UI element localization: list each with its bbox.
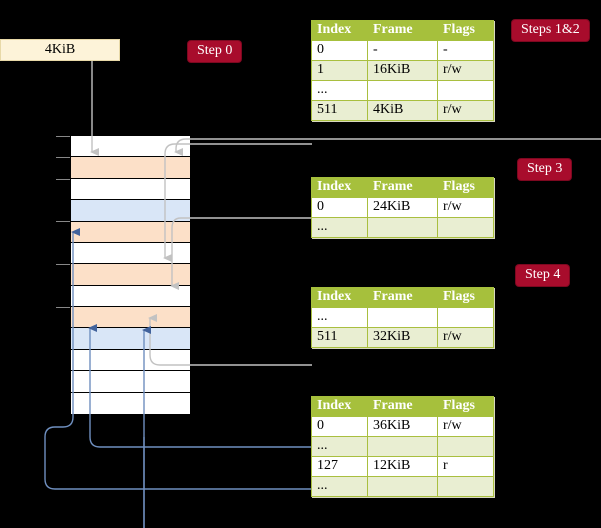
table-cell-frame [367, 80, 438, 101]
table-cell-index: 0 [311, 197, 368, 218]
memory-frame-1 [71, 157, 190, 179]
table-cell-frame: 12KiB [367, 456, 438, 477]
memory-frame-2 [71, 178, 190, 201]
table-cell-frame [367, 436, 438, 457]
table-header-frame: Frame [367, 396, 438, 417]
table-header-flags: Flags [437, 396, 494, 417]
table-cell-flags: - [437, 40, 494, 61]
badge-step-3: Step 3 [518, 159, 572, 180]
memory-tick-1 [56, 157, 70, 158]
table-cell-index: 1 [311, 60, 368, 81]
memory-frame-5 [71, 242, 190, 265]
memory-tick-8 [56, 307, 70, 308]
table-cell-flags [437, 436, 494, 457]
memory-frame-8 [71, 307, 190, 329]
table-cell-frame: 24KiB [367, 197, 438, 218]
table-cell-flags [437, 307, 494, 328]
table-header-index: Index [311, 287, 368, 308]
table-cell-flags: r/w [437, 100, 494, 121]
table-cell-index: 0 [311, 40, 368, 61]
table-cell-flags: r/w [437, 197, 494, 218]
table-header-flags: Flags [437, 287, 494, 308]
badge-steps-1-2: Steps 1&2 [512, 20, 589, 41]
virtual-page-box: 4KiB [0, 39, 120, 61]
virtual-page-label: 4KiB [44, 42, 76, 57]
table-cell-flags: r/w [437, 60, 494, 81]
table-cell-index: ... [311, 217, 368, 238]
table-cell-frame: 36KiB [367, 416, 438, 437]
table-header-frame: Frame [367, 177, 438, 198]
memory-tick-6 [56, 264, 70, 265]
memory-frame-6 [71, 264, 190, 286]
table-cell-index: ... [311, 476, 368, 497]
memory-frame-0 [71, 136, 190, 158]
memory-tick-2 [56, 179, 70, 180]
table-cell-flags [437, 476, 494, 497]
table-cell-index: 127 [311, 456, 368, 477]
table-header-frame: Frame [367, 287, 438, 308]
memory-frame-3 [71, 200, 190, 222]
table-cell-flags [437, 217, 494, 238]
table-cell-flags: r/w [437, 416, 494, 437]
memory-frame-4 [71, 221, 190, 243]
table-cell-frame [367, 307, 438, 328]
table-header-flags: Flags [437, 177, 494, 198]
table-row: ... [311, 217, 494, 238]
table-cell-index: ... [311, 307, 368, 328]
table-header-frame: Frame [367, 20, 438, 41]
table-row: ... [311, 476, 494, 497]
table-cell-flags: r [437, 456, 494, 477]
physical-memory-column [70, 135, 191, 414]
table-cell-frame: 32KiB [367, 327, 438, 348]
table-row: ... [311, 307, 494, 328]
table-header-index: Index [311, 20, 368, 41]
table-header-index: Index [311, 177, 368, 198]
table-cell-index: ... [311, 80, 368, 101]
memory-tick-0 [56, 136, 70, 137]
memory-frame-7 [71, 285, 190, 307]
table-cell-frame: - [367, 40, 438, 61]
table-cell-index: 0 [311, 416, 368, 437]
table-row: ... [311, 80, 494, 101]
table-row: ... [311, 436, 494, 457]
memory-frame-10 [71, 349, 190, 372]
table-row: 0-- [311, 40, 494, 61]
table-cell-frame: 4KiB [367, 100, 438, 121]
table-cell-index: 511 [311, 100, 368, 121]
table-cell-flags [437, 80, 494, 101]
badge-step-0: Step 0 [188, 41, 242, 62]
memory-frame-12 [71, 392, 190, 414]
memory-frame-11 [71, 371, 190, 393]
table-cell-frame [367, 476, 438, 497]
memory-frame-9 [71, 328, 190, 350]
table-header-index: Index [311, 396, 368, 417]
table-cell-flags: r/w [437, 327, 494, 348]
table-cell-index: 511 [311, 327, 368, 348]
table-header-flags: Flags [437, 20, 494, 41]
table-cell-index: ... [311, 436, 368, 457]
table-cell-frame [367, 217, 438, 238]
badge-step-4: Step 4 [516, 265, 570, 286]
memory-tick-4 [56, 221, 70, 222]
table-cell-frame: 16KiB [367, 60, 438, 81]
